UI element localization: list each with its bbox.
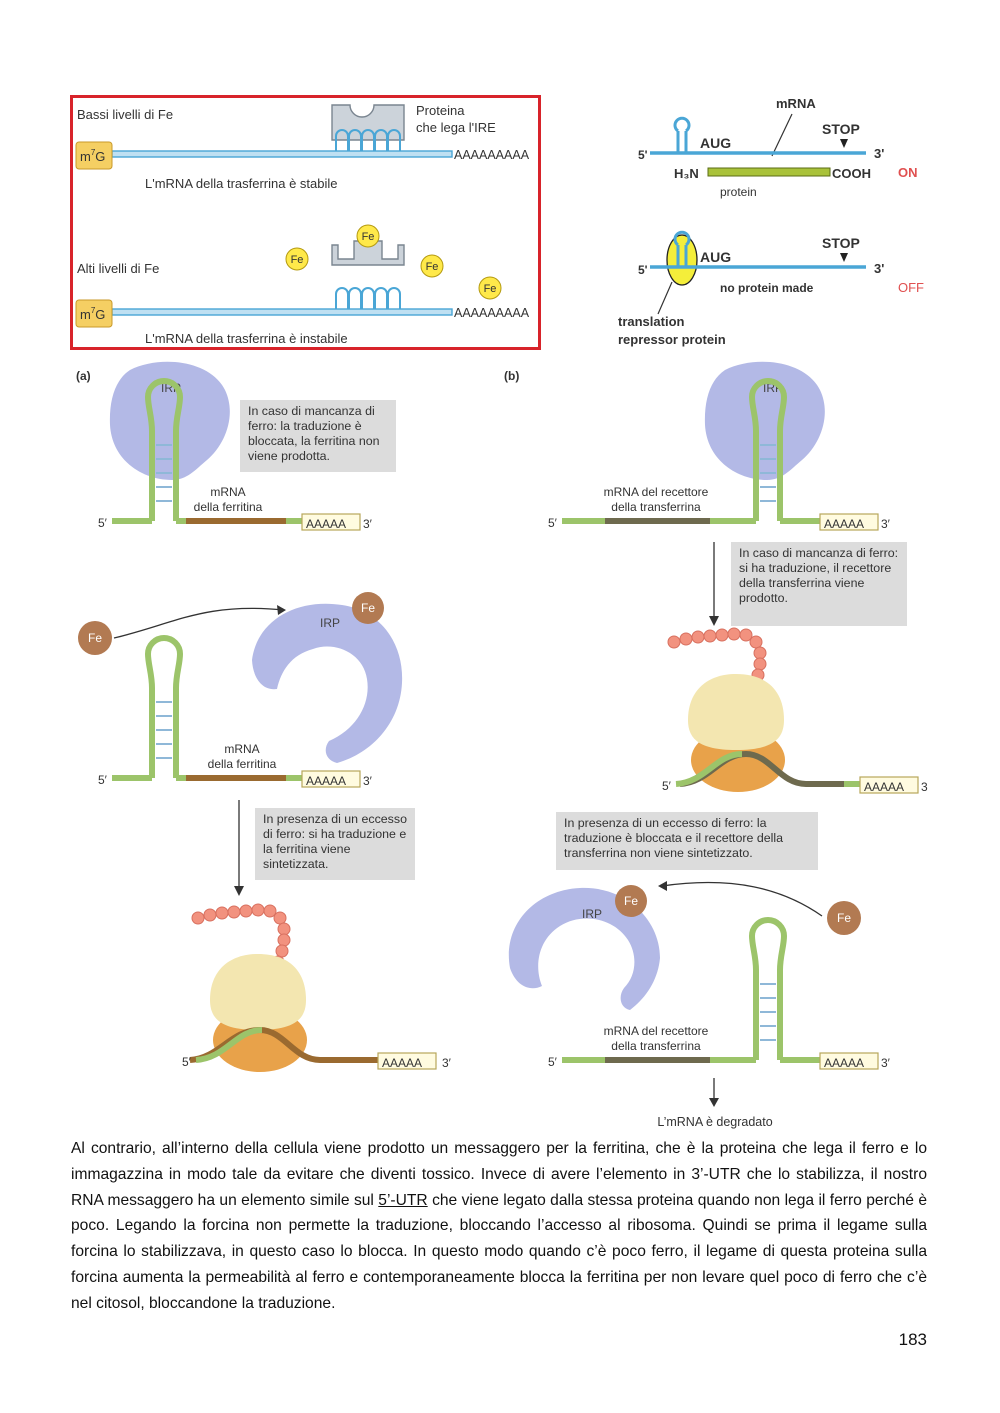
svg-text:5′: 5′ <box>548 1055 558 1069</box>
body-part-2: che viene legato dalla stessa proteina q… <box>71 1192 927 1312</box>
mrna-ferritin-a2: AAAAA 3′ 5′ mRNA della ferritina <box>98 638 373 788</box>
note-a2: In presenza di un eccesso di ferro: si h… <box>255 808 415 880</box>
svg-text:3: 3 <box>921 780 928 794</box>
svg-text:mRNA: mRNA <box>210 485 245 499</box>
protein-bar <box>708 168 830 176</box>
no-protein-label: no protein made <box>720 281 814 295</box>
svg-text:AAAAA: AAAAA <box>864 780 904 794</box>
svg-text:Fe: Fe <box>426 261 439 273</box>
svg-text:Fe: Fe <box>484 283 497 295</box>
svg-text:5′: 5′ <box>98 516 108 530</box>
stop-arrow-off <box>840 253 848 262</box>
mrna-pointer <box>772 114 792 156</box>
svg-text:Fe: Fe <box>624 894 638 908</box>
unstable-label: L'mRNA della trasferrina è instabile <box>145 331 348 346</box>
polya-tail-bottom: AAAAAAAAA <box>454 306 530 320</box>
repressor-protein <box>667 235 697 285</box>
arrowhead-down-b <box>709 616 719 626</box>
svg-text:della transferrina: della transferrina <box>611 500 701 514</box>
off-label: OFF <box>898 280 924 295</box>
translation-switch-figure: mRNA 5' AUG STOP 3' H₃N COOH protein ON … <box>612 92 930 354</box>
svg-text:3′: 3′ <box>363 517 373 531</box>
three-prime-on: 3' <box>874 146 884 161</box>
h3n-label: H₃N <box>674 166 699 181</box>
svg-text:IRP: IRP <box>582 907 602 921</box>
note-b1: In caso di mancanza di ferro: si ha trad… <box>731 542 907 626</box>
fe-ion-b3: Fe <box>827 901 861 935</box>
ribosome-a <box>210 954 307 1072</box>
note-a1: In caso di mancanza di ferro: la traduzi… <box>240 400 396 472</box>
mrna-strand-unstable <box>112 309 452 315</box>
svg-text:della ferritina: della ferritina <box>194 500 263 514</box>
svg-text:3′: 3′ <box>363 774 373 788</box>
svg-text:Fe: Fe <box>361 601 375 615</box>
on-label: ON <box>898 165 918 180</box>
low-iron-label: Bassi livelli di Fe <box>77 107 173 122</box>
body-underlined-term: 5’-UTR <box>378 1192 427 1209</box>
repressor-label-1: translation <box>618 314 685 329</box>
svg-text:5′: 5′ <box>662 779 672 793</box>
protein-label-1: Proteina <box>416 103 465 118</box>
repressor-label-2: repressor protein <box>618 332 726 347</box>
mrna-label: mRNA <box>776 96 816 111</box>
arrowhead-down-a <box>234 886 244 896</box>
svg-text:5′: 5′ <box>98 773 108 787</box>
page-number: 183 <box>899 1330 927 1350</box>
stop-arrow-on <box>840 139 848 148</box>
aug-on: AUG <box>700 135 731 151</box>
svg-text:AAAAA: AAAAA <box>824 517 864 531</box>
cap-m7g-top: m7G <box>76 142 112 169</box>
fe-ion-a2: Fe <box>78 621 112 655</box>
stop-on: STOP <box>822 121 860 137</box>
aug-off: AUG <box>700 249 731 265</box>
polya-tail-top: AAAAAAAAA <box>454 148 530 162</box>
protein-label-2: che lega l'IRE <box>416 120 496 135</box>
arrowhead-degradation <box>709 1098 719 1107</box>
svg-text:Fe: Fe <box>837 911 851 925</box>
svg-text:mRNA del recettore: mRNA del recettore <box>604 1024 709 1038</box>
irp-released-b: IRP Fe <box>509 885 660 1010</box>
five-prime-on: 5' <box>638 148 648 162</box>
cooh-label: COOH <box>832 166 871 181</box>
svg-text:3′: 3′ <box>881 1056 891 1070</box>
panel-a-label: (a) <box>76 369 91 383</box>
cap-m7g-bottom: m7G <box>76 300 112 327</box>
arrowhead-b <box>658 881 667 891</box>
hairpin-on <box>675 118 689 153</box>
five-prime-off: 5' <box>638 263 648 277</box>
svg-text:della transferrina: della transferrina <box>611 1039 701 1053</box>
svg-text:mRNA del recettore: mRNA del recettore <box>604 485 709 499</box>
mrna-tfr-b3: AAAAA 3′ 5′ mRNA del recettore della tra… <box>548 920 891 1070</box>
arrow-fe-to-irp-a <box>114 608 284 638</box>
protein-label: protein <box>720 185 757 199</box>
svg-text:Fe: Fe <box>291 254 304 266</box>
svg-text:mRNA: mRNA <box>224 742 259 756</box>
svg-text:5′: 5′ <box>182 1055 192 1069</box>
arrow-fe-to-irp-b <box>662 883 822 916</box>
stable-label: L'mRNA della trasferrina è stabile <box>145 176 338 191</box>
note-b2: In presenza di un eccesso di ferro: la t… <box>556 812 818 870</box>
svg-text:della ferritina: della ferritina <box>208 757 277 771</box>
mrna-strand-stable <box>112 151 452 157</box>
high-iron-label: Alti livelli di Fe <box>77 261 159 276</box>
panel-b-label: (b) <box>504 369 519 383</box>
degraded-label: L’mRNA è degradato <box>657 1115 772 1129</box>
svg-text:IRP: IRP <box>320 616 340 630</box>
repressor-pointer <box>658 282 672 314</box>
svg-text:3′: 3′ <box>881 517 891 531</box>
three-prime-off: 3' <box>874 261 884 276</box>
svg-text:Fe: Fe <box>362 231 375 243</box>
svg-text:AAAAA: AAAAA <box>382 1056 422 1070</box>
irp-ire-figure: (a) (b) IRP AAAAA 3′ 5′ mRNA della ferri… <box>70 360 940 1135</box>
stop-off: STOP <box>822 235 860 251</box>
svg-text:5′: 5′ <box>548 516 558 530</box>
svg-text:AAAAA: AAAAA <box>306 774 346 788</box>
iron-levels-figure: Bassi livelli di Fe Proteina che lega l'… <box>70 95 542 351</box>
svg-text:Fe: Fe <box>88 631 102 645</box>
svg-text:AAAAA: AAAAA <box>824 1056 864 1070</box>
svg-text:AAAAA: AAAAA <box>306 517 346 531</box>
svg-text:3′: 3′ <box>442 1056 452 1070</box>
body-paragraph: Al contrario, all’interno della cellula … <box>71 1136 927 1317</box>
irp-released-a: IRP Fe <box>252 592 402 763</box>
